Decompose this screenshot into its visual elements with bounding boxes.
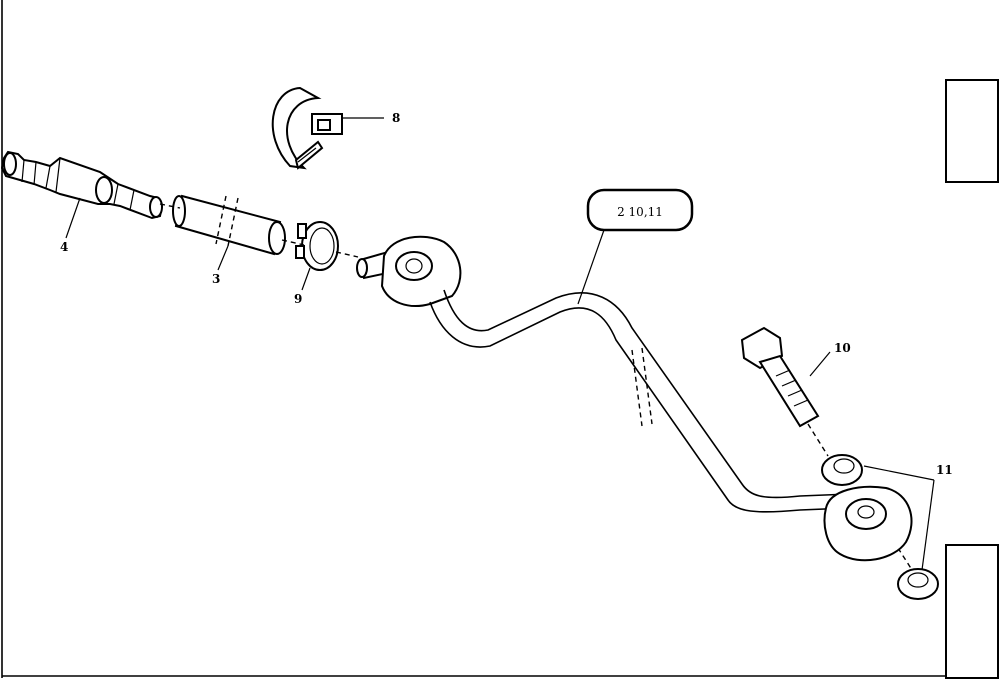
edge-tab-top <box>945 79 999 183</box>
part-11-washer-lower <box>897 568 939 600</box>
callout-8: 8 <box>392 111 400 125</box>
reference-label: 2 10,11 <box>617 205 663 219</box>
part-9-clamp <box>295 221 339 271</box>
main-pipe-assembly <box>356 235 913 562</box>
part-10-bolt <box>740 326 820 428</box>
callout-10: 10 <box>834 341 851 355</box>
part-3-hose <box>172 194 286 256</box>
part-8-band-clamp <box>271 86 343 170</box>
callout-4: 4 <box>60 240 68 254</box>
edge-tab-bottom <box>945 544 999 679</box>
page-frame <box>1 0 948 678</box>
part-11-washer-upper <box>821 454 863 486</box>
callout-9: 9 <box>294 292 302 306</box>
reference-pill <box>586 188 694 232</box>
alignment-lines <box>159 203 913 571</box>
callout-3: 3 <box>212 272 220 286</box>
part-4-connector <box>0 150 164 220</box>
callout-11: 11 <box>936 463 953 477</box>
